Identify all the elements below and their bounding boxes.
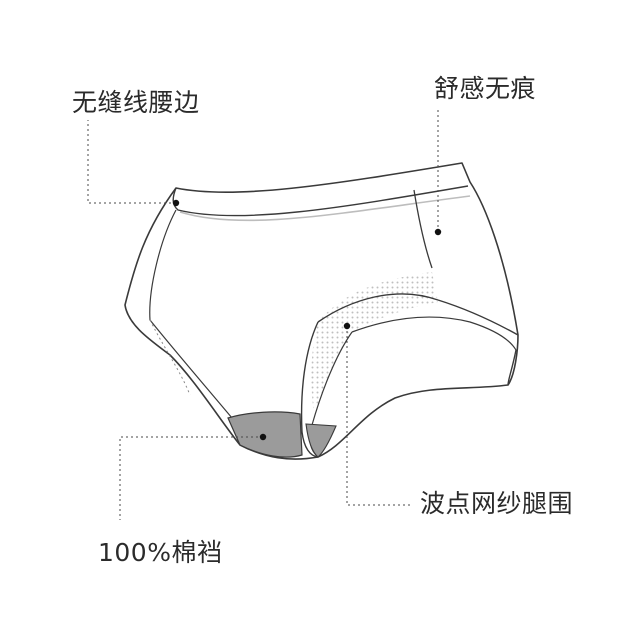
dot-seamless <box>434 228 442 236</box>
dot-waistband <box>172 199 180 207</box>
waistband-label: 无缝线腰边 <box>72 88 200 117</box>
cotton-crotch-label: 100%棉裆 <box>98 538 223 567</box>
briefs-body-outline <box>124 162 519 460</box>
left-leg-dotted <box>149 319 191 396</box>
left-leg-seam <box>149 209 233 419</box>
mesh-leg-area <box>311 272 438 415</box>
leader-mesh <box>346 326 412 506</box>
leg-opening-inner <box>351 316 517 351</box>
leader-waistband <box>87 120 176 204</box>
waistband-seam <box>179 195 471 222</box>
back-lower-curve <box>507 349 517 386</box>
mesh-leg-label: 波点网纱腿围 <box>420 489 574 518</box>
seamless-label: 舒感无痕 <box>434 74 537 103</box>
cotton-gusset-left <box>227 411 303 458</box>
cotton-gusset-right <box>305 423 337 458</box>
leader-cotton <box>119 436 263 520</box>
side-seam <box>413 189 433 269</box>
waistband-top <box>172 185 469 217</box>
dot-cotton <box>259 433 267 441</box>
leg-rim-outer <box>300 321 319 458</box>
right-leg-opening <box>317 293 519 336</box>
dot-mesh <box>343 322 351 330</box>
